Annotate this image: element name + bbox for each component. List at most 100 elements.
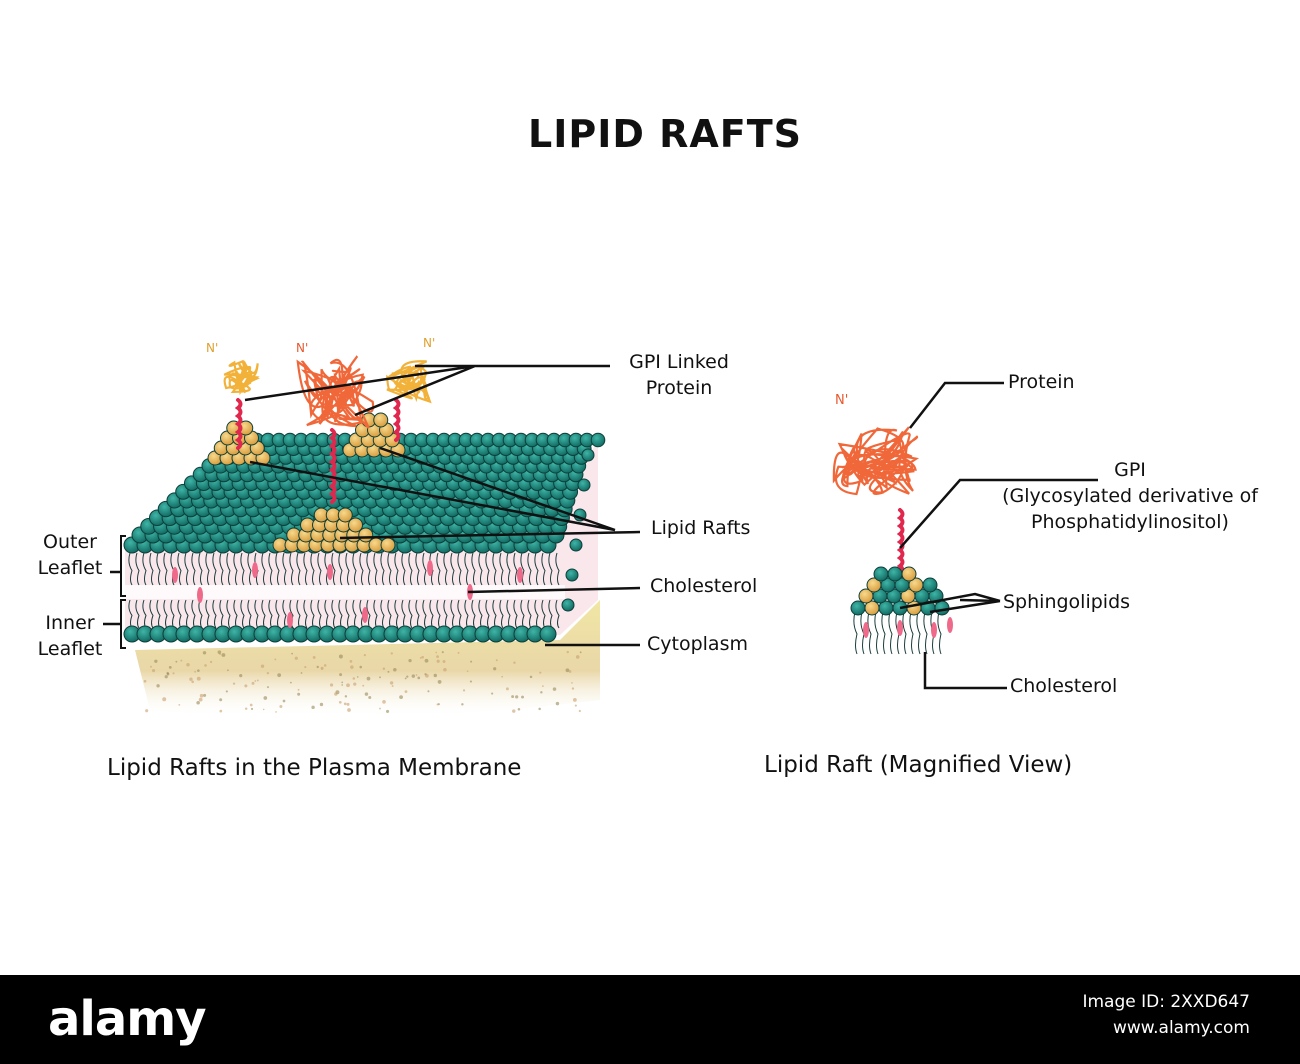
magnified-head-group	[922, 577, 938, 593]
cytoplasm-speck	[274, 658, 277, 661]
leader-sphingolipids	[899, 592, 1001, 614]
cytoplasm-speck	[462, 689, 466, 692]
cytoplasm-speck	[356, 676, 359, 678]
leader-protein	[909, 381, 1004, 429]
inner-lipid-tail	[142, 599, 147, 629]
inner-lipid-tail	[268, 599, 273, 629]
cytoplasm-speck	[425, 673, 429, 678]
cytoplasm-speck	[172, 672, 175, 675]
cytoplasm-speck	[244, 684, 248, 688]
cytoplasm-speck	[251, 681, 255, 685]
cholesterol-molecule	[327, 564, 333, 580]
inner-lipid-tail	[555, 599, 560, 629]
cytoplasm-speck	[266, 671, 270, 675]
outer-lipid-tail	[443, 552, 448, 586]
cytoplasm-speck	[436, 659, 440, 663]
inner-lipid-tail	[233, 599, 238, 629]
inner-lipid-tail	[317, 599, 322, 629]
cytoplasm-speck	[437, 680, 442, 684]
inner-lipid-tail	[156, 599, 161, 629]
outer-lipid-tail	[471, 552, 476, 586]
gpi-linked-protein-label-line2: Protein	[645, 377, 713, 399]
cytoplasm-speck	[279, 704, 283, 708]
inner-lipid-tail	[499, 599, 504, 629]
leader-lipid-rafts	[249, 446, 641, 540]
outer-lipid-tail	[401, 552, 406, 586]
cytoplasm-speck	[152, 669, 156, 673]
inner-lipid-tail	[338, 599, 343, 629]
outer-lipid-tail	[478, 552, 483, 586]
cytoplasm-speck	[203, 693, 207, 697]
cholesterol-molecule	[362, 607, 368, 623]
cytoplasm-speck	[364, 692, 369, 696]
cytoplasm-speck	[196, 700, 200, 705]
inner-leaflet-label-line1: Inner	[45, 612, 95, 634]
side-head-group	[581, 448, 595, 462]
magnified-head-group	[901, 566, 917, 582]
right-caption: Lipid Raft (Magnified View)	[764, 752, 1073, 778]
cytoplasm-speck	[404, 690, 408, 694]
cytoplasm-speck	[143, 679, 147, 683]
cytoplasm-speck	[415, 674, 418, 676]
cytoplasm-speck	[457, 651, 460, 654]
cytoplasm-speck	[260, 664, 265, 668]
diagram-canvas: LIPID RAFTS GPI Linked Protein Lipid Raf…	[38, 112, 1258, 781]
outer-lipid-tail	[387, 552, 392, 586]
cytoplasm-speck	[441, 651, 444, 654]
cytoplasm-speck	[194, 670, 197, 673]
cytoplasm-speck	[225, 690, 228, 693]
lipid-raft-cluster	[373, 412, 389, 428]
gpi-anchor	[234, 398, 243, 450]
side-head-group	[565, 568, 579, 582]
outer-lipid-tail	[177, 552, 182, 586]
side-head-group	[569, 538, 583, 552]
cytoplasm-speck	[515, 695, 519, 699]
cytoplasm-speck	[338, 654, 343, 659]
cytoplasm-speck	[419, 657, 422, 659]
inner-lipid-tail	[247, 599, 252, 629]
cytoplasm-speck	[466, 670, 469, 673]
leader-lines	[103, 364, 1098, 690]
inner-lipid-tail	[408, 599, 413, 629]
cytoplasm-speck	[571, 687, 575, 690]
inner-lipid-tail	[331, 599, 336, 629]
cytoplasm-speck	[399, 695, 403, 699]
cytoplasm-speck	[349, 660, 353, 663]
cytoplasm-speck	[382, 667, 386, 670]
lipid-raft-cluster	[348, 517, 363, 533]
cytoplasm-speck	[304, 665, 307, 669]
cytoplasm-speck	[529, 675, 533, 679]
cytoplasm-speck	[154, 659, 158, 663]
outer-lipid-tail	[457, 552, 462, 586]
cytoplasm-speck	[470, 660, 473, 663]
cytoplasm-speck	[568, 670, 572, 673]
cytoplasm-speck	[491, 692, 494, 695]
outer-lipid-tail	[163, 552, 168, 586]
cytoplasm-speck	[427, 690, 430, 693]
outer-lipid-tail	[352, 552, 357, 586]
outer-lipid-tail	[429, 552, 434, 586]
outer-lipid-tail	[198, 552, 203, 586]
cytoplasm-speck	[239, 673, 243, 678]
cytoplasm-speck	[552, 687, 557, 691]
outer-lipid-tail	[184, 552, 189, 586]
cytoplasm-speck	[250, 707, 254, 711]
outer-leaflet-label-line1: Outer	[43, 531, 97, 553]
inner-lipid-tail	[219, 599, 224, 629]
outer-lipid-tail	[499, 552, 504, 586]
inner-lipid-tail	[387, 599, 392, 629]
cytoplasm-speck	[175, 660, 178, 663]
outer-lipid-tail	[254, 552, 259, 586]
magnified-head-group	[850, 600, 866, 616]
magnified-lipid-tail	[909, 611, 914, 655]
outer-lipid-tail	[534, 552, 539, 586]
cytoplasm-speck	[254, 680, 257, 682]
cytoplasm-speck	[575, 655, 580, 659]
cytoplasm-speck	[339, 673, 343, 677]
cytoplasm-speck	[436, 655, 439, 658]
n-terminus-label-right: N'	[835, 393, 849, 408]
cholesterol-label-left: Cholesterol	[650, 575, 758, 597]
inner-lipid-tail	[282, 599, 287, 629]
watermark-footer: alamy Image ID: 2XXD647 www.alamy.com	[0, 975, 1300, 1064]
outer-lipid-tail	[450, 552, 455, 586]
